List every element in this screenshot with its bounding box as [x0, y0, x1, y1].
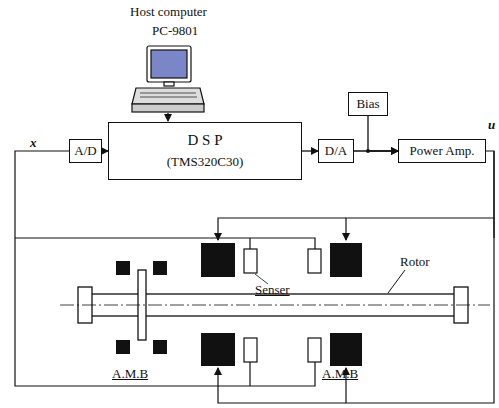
- converter-box: A/D: [69, 139, 102, 163]
- leader-line: [388, 270, 405, 293]
- computer-label: Host computer: [130, 5, 207, 19]
- signal-name: u: [488, 118, 495, 132]
- processor-model: (TMS320C30): [167, 155, 244, 170]
- part-name: A.M.B: [322, 367, 358, 381]
- converter-box: D/A: [318, 139, 354, 163]
- signal-name: x: [30, 136, 37, 150]
- signal-arrow: [302, 150, 318, 151]
- part-name: A.M.B: [112, 367, 148, 381]
- bias-box: Bias: [348, 92, 388, 116]
- computer-model: PC-9801: [152, 24, 198, 38]
- bus-line: [167, 113, 168, 121]
- signal-arrow: [368, 116, 398, 151]
- rotor: [60, 270, 490, 340]
- summing-dot: [366, 149, 370, 153]
- processor-box: D S P (TMS320C30): [108, 122, 302, 180]
- signal-wires: [15, 151, 494, 403]
- part-name: Rotor: [400, 255, 430, 269]
- amplifier-label: Power Amp.: [410, 144, 475, 159]
- part-name: Senser: [255, 283, 290, 297]
- amplifier-box: Power Amp.: [398, 139, 486, 163]
- converter-label: A/D: [74, 144, 96, 159]
- converter-label: D/A: [325, 144, 347, 159]
- computer-icon: [132, 46, 204, 112]
- bias-label: Bias: [356, 97, 379, 112]
- processor-label: D S P: [187, 132, 222, 149]
